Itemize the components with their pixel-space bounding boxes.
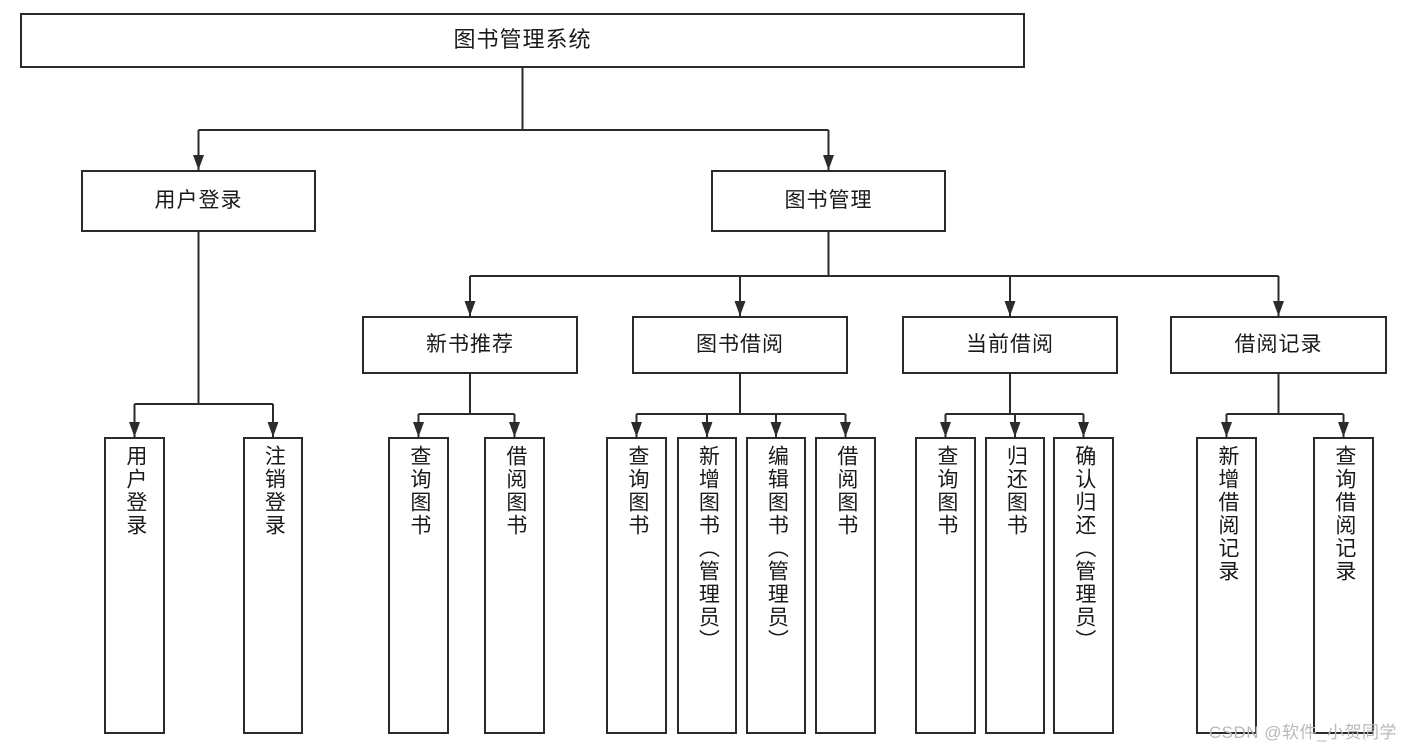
node-label-vertical: 编辑图书（管理员） <box>765 445 789 652</box>
node-label: 图书管理 <box>784 189 873 213</box>
node-leaf-user-logout[interactable]: 注销登录 <box>243 437 303 734</box>
node-label-vertical: 注销登录 <box>262 445 286 537</box>
arrowhead-icon <box>509 422 520 437</box>
arrowhead-icon <box>464 301 476 316</box>
node-leaf-query-book-3[interactable]: 查询图书 <box>915 437 976 734</box>
arrowhead-icon <box>734 301 746 316</box>
arrowhead-icon <box>631 422 642 437</box>
node-label: 图书管理系统 <box>453 27 592 53</box>
node-label-vertical: 借阅图书 <box>834 445 858 537</box>
arrowhead-icon <box>193 155 204 170</box>
arrowhead-icon <box>1004 301 1016 316</box>
node-leaf-return-book[interactable]: 归还图书 <box>985 437 1045 734</box>
arrowhead-icon <box>267 422 279 437</box>
arrowhead-icon <box>1273 301 1284 316</box>
arrowhead-icon <box>1338 422 1349 437</box>
node-label-vertical: 查询图书 <box>625 445 649 537</box>
watermark-label: CSDN @软件_小贺同学 <box>1208 723 1397 742</box>
node-leaf-borrow-book-2[interactable]: 借阅图书 <box>815 437 876 734</box>
node-leaf-user-login[interactable]: 用户登录 <box>104 437 165 734</box>
node-label-vertical: 用户登录 <box>123 445 147 537</box>
node-leaf-add-record[interactable]: 新增借阅记录 <box>1196 437 1257 734</box>
node-label: 用户登录 <box>154 189 243 213</box>
node-leaf-query-book-1[interactable]: 查询图书 <box>388 437 449 734</box>
node-new-book-rec[interactable]: 新书推荐 <box>362 316 578 374</box>
node-label-vertical: 查询图书 <box>934 445 958 537</box>
node-book-borrow[interactable]: 图书借阅 <box>632 316 848 374</box>
node-label-vertical: 新增借阅记录 <box>1215 445 1239 583</box>
arrowhead-icon <box>770 422 782 437</box>
node-leaf-borrow-book-1[interactable]: 借阅图书 <box>484 437 545 734</box>
node-leaf-query-record[interactable]: 查询借阅记录 <box>1313 437 1374 734</box>
node-label-vertical: 查询借阅记录 <box>1332 445 1356 583</box>
node-label: 借阅记录 <box>1234 333 1323 357</box>
node-root[interactable]: 图书管理系统 <box>20 13 1025 68</box>
arrowhead-icon <box>1221 422 1232 437</box>
node-user-login[interactable]: 用户登录 <box>81 170 316 232</box>
node-label-vertical: 归还图书 <box>1004 445 1028 537</box>
node-leaf-add-book[interactable]: 新增图书（管理员） <box>677 437 737 734</box>
node-current-borrow[interactable]: 当前借阅 <box>902 316 1118 374</box>
node-leaf-query-book-2[interactable]: 查询图书 <box>606 437 667 734</box>
arrowhead-icon <box>1009 422 1021 437</box>
arrowhead-icon <box>823 155 834 170</box>
node-leaf-confirm-return[interactable]: 确认归还（管理员） <box>1053 437 1114 734</box>
node-label: 当前借阅 <box>966 333 1054 357</box>
node-leaf-edit-book[interactable]: 编辑图书（管理员） <box>746 437 806 734</box>
arrowhead-icon <box>413 422 424 437</box>
node-book-manage[interactable]: 图书管理 <box>711 170 946 232</box>
node-label-vertical: 查询图书 <box>407 445 431 537</box>
arrowhead-icon <box>840 422 851 437</box>
node-label-vertical: 借阅图书 <box>503 445 527 537</box>
node-label-vertical: 确认归还（管理员） <box>1072 445 1096 652</box>
arrowhead-icon <box>1078 422 1089 437</box>
node-label-vertical: 新增图书（管理员） <box>696 445 720 652</box>
node-borrow-record[interactable]: 借阅记录 <box>1170 316 1387 374</box>
arrowhead-icon <box>701 422 713 437</box>
arrowhead-icon <box>940 422 951 437</box>
arrowhead-icon <box>129 422 140 437</box>
node-label: 图书借阅 <box>696 333 784 357</box>
node-label: 新书推荐 <box>426 333 514 357</box>
